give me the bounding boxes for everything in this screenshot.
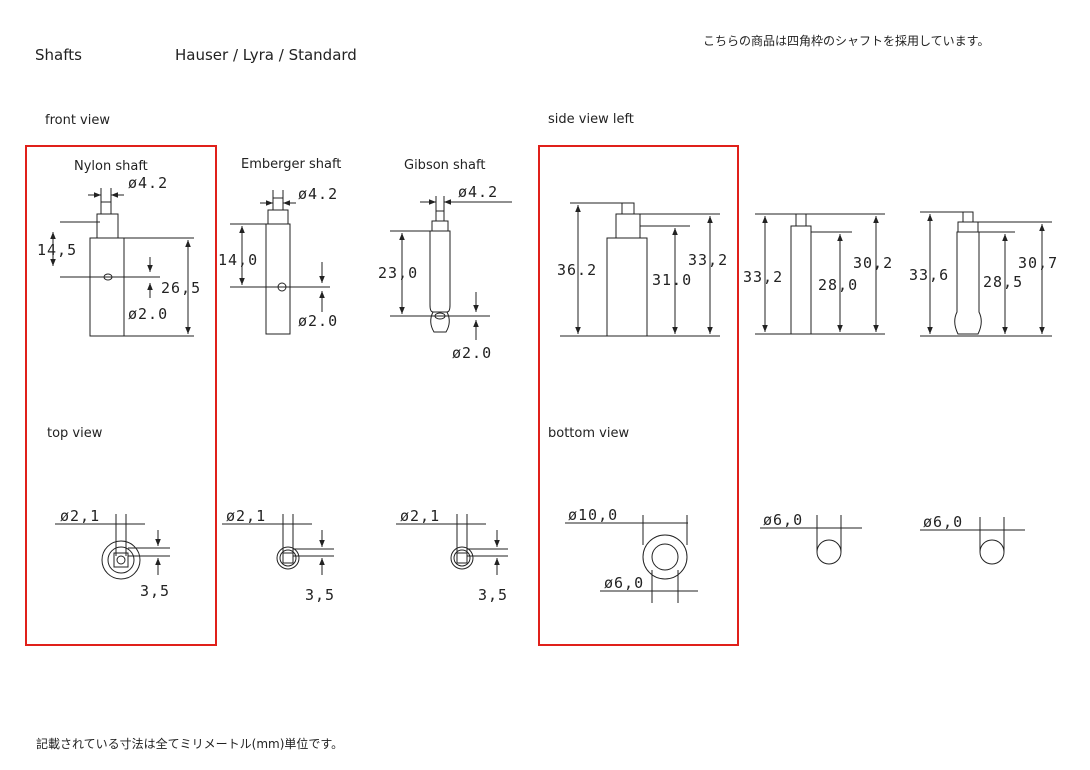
gibson-top-size-dim: 3,5 xyxy=(478,586,508,604)
emberger-top-hole-dim: ø2,1 xyxy=(226,507,266,525)
side1-total-dim: 36.2 xyxy=(557,261,597,279)
nylon-hole-dim: ø2.0 xyxy=(128,305,168,323)
emberger-top-size-dim: 3,5 xyxy=(305,586,335,604)
header-note: こちらの商品は四角枠のシャフトを採用しています。 xyxy=(703,34,990,48)
side2-right-dim: 30,2 xyxy=(853,254,893,272)
side2-body-dim: 28,0 xyxy=(818,276,858,294)
front-view-label: front view xyxy=(45,113,110,128)
emberger-shaft-title: Emberger shaft xyxy=(241,157,342,172)
side1-right-dim: 33,2 xyxy=(688,251,728,269)
bottom2-dim: ø6,0 xyxy=(763,511,803,529)
models-label: Hauser / Lyra / Standard xyxy=(175,46,357,64)
gibson-hole-dim: ø2.0 xyxy=(452,344,492,362)
side1-body-dim: 31.0 xyxy=(652,271,692,289)
nylon-top-size-dim: 3,5 xyxy=(140,582,170,600)
nylon-tip-dim: ø4.2 xyxy=(128,174,168,192)
emberger-top-view-drawing xyxy=(222,514,334,575)
gibson-shaft-title: Gibson shaft xyxy=(404,158,486,173)
gibson-top-view-drawing xyxy=(396,514,508,575)
nylon-top-view-drawing xyxy=(55,514,170,580)
nylon-hole-height-dim: 14,5 xyxy=(37,241,77,259)
side-view-2-drawing xyxy=(755,213,885,335)
gibson-hole-height-dim: 23,0 xyxy=(378,264,418,282)
side-view-left-label: side view left xyxy=(548,112,634,127)
nylon-shaft-highlight-frame xyxy=(25,145,217,646)
emberger-tip-dim: ø4.2 xyxy=(298,185,338,203)
side3-right-dim: 30,7 xyxy=(1018,254,1058,272)
page-title: Shafts xyxy=(35,46,82,64)
bottom-view-label: bottom view xyxy=(548,426,630,441)
side-view-1-drawing xyxy=(560,202,720,337)
side3-body-dim: 28,5 xyxy=(983,273,1023,291)
emberger-hole-dim: ø2.0 xyxy=(298,312,338,330)
side-view-highlight-frame xyxy=(538,145,739,646)
gibson-shaft-front-drawing xyxy=(390,196,512,340)
bottom3-dim: ø6,0 xyxy=(923,513,963,531)
bottom-view-1-drawing xyxy=(565,515,698,603)
gibson-tip-dim: ø4.2 xyxy=(458,183,498,201)
bottom1-inner-dim: ø6,0 xyxy=(604,574,644,592)
footer-note: 記載されている寸法は全てミリメートル(mm)単位です。 xyxy=(36,737,344,751)
nylon-shaft-front-drawing xyxy=(50,188,194,337)
nylon-length-dim: 26,5 xyxy=(161,279,201,297)
side2-total-dim: 33,2 xyxy=(743,268,783,286)
nylon-shaft-title: Nylon shaft xyxy=(74,159,148,174)
emberger-hole-height-dim: 14,0 xyxy=(218,251,258,269)
side-view-3-drawing xyxy=(920,211,1052,337)
bottom1-outer-dim: ø10,0 xyxy=(568,506,618,524)
bottom-view-3-drawing xyxy=(920,517,1025,565)
emberger-shaft-front-drawing xyxy=(230,190,330,335)
top-view-label: top view xyxy=(47,426,103,441)
side3-total-dim: 33,6 xyxy=(909,266,949,284)
gibson-top-hole-dim: ø2,1 xyxy=(400,507,440,525)
bottom-view-2-drawing xyxy=(760,515,862,565)
nylon-top-hole-dim: ø2,1 xyxy=(60,507,100,525)
